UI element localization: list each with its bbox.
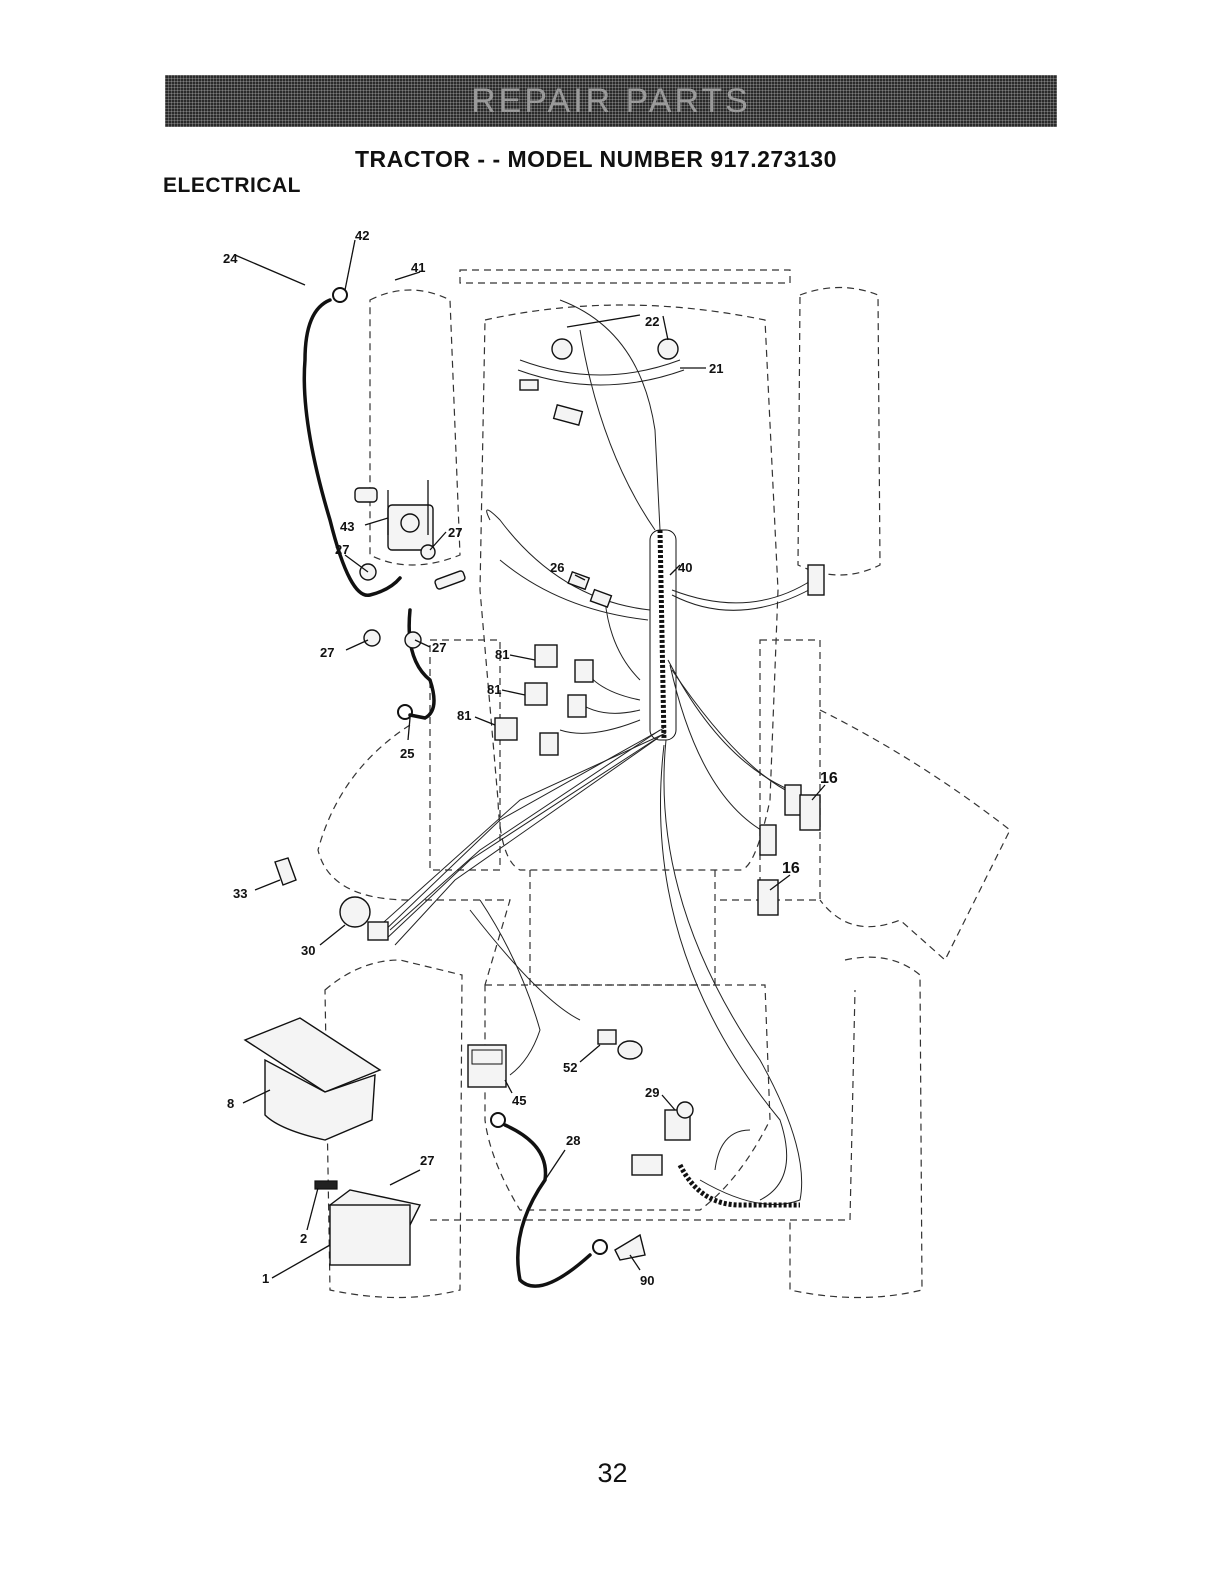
headlights xyxy=(518,339,684,425)
callout-22: 22 xyxy=(645,314,659,329)
callout-81b: 81 xyxy=(487,682,501,697)
ignition-switch xyxy=(275,858,388,940)
callout-90: 90 xyxy=(640,1273,654,1288)
callout-52: 52 xyxy=(563,1060,577,1075)
callout-27e: 27 xyxy=(420,1153,434,1168)
callout-45: 45 xyxy=(512,1093,526,1108)
callout-16b: 16 xyxy=(782,860,800,877)
callout-27c: 27 xyxy=(320,645,334,660)
callout-16a: 16 xyxy=(820,770,838,787)
callout-33: 33 xyxy=(233,886,247,901)
callout-26: 26 xyxy=(550,560,564,575)
callout-29: 29 xyxy=(645,1085,659,1100)
gauges-and-switches xyxy=(468,1030,693,1175)
relays xyxy=(495,645,593,755)
callout-43: 43 xyxy=(340,519,354,534)
callout-2: 2 xyxy=(300,1231,307,1246)
battery xyxy=(315,1181,420,1265)
callout-27a: 27 xyxy=(335,542,349,557)
callout-27b: 27 xyxy=(448,525,462,540)
ground-cable xyxy=(491,1113,800,1286)
callout-28: 28 xyxy=(566,1133,580,1148)
callout-40: 40 xyxy=(678,560,692,575)
callout-27d: 27 xyxy=(432,640,446,655)
callout-30: 30 xyxy=(301,943,315,958)
callout-21: 21 xyxy=(709,361,723,376)
callout-1: 1 xyxy=(262,1271,269,1286)
callout-81c: 81 xyxy=(457,708,471,723)
callout-81a: 81 xyxy=(495,647,509,662)
callout-24: 24 xyxy=(223,251,238,266)
callout-42: 42 xyxy=(355,228,369,243)
callout-41: 41 xyxy=(411,260,425,275)
wiring-harness xyxy=(375,300,818,1205)
page-number: 32 xyxy=(0,1458,1225,1489)
callout-25: 25 xyxy=(400,746,414,761)
callout-8: 8 xyxy=(227,1096,234,1111)
battery-box xyxy=(245,1018,380,1140)
